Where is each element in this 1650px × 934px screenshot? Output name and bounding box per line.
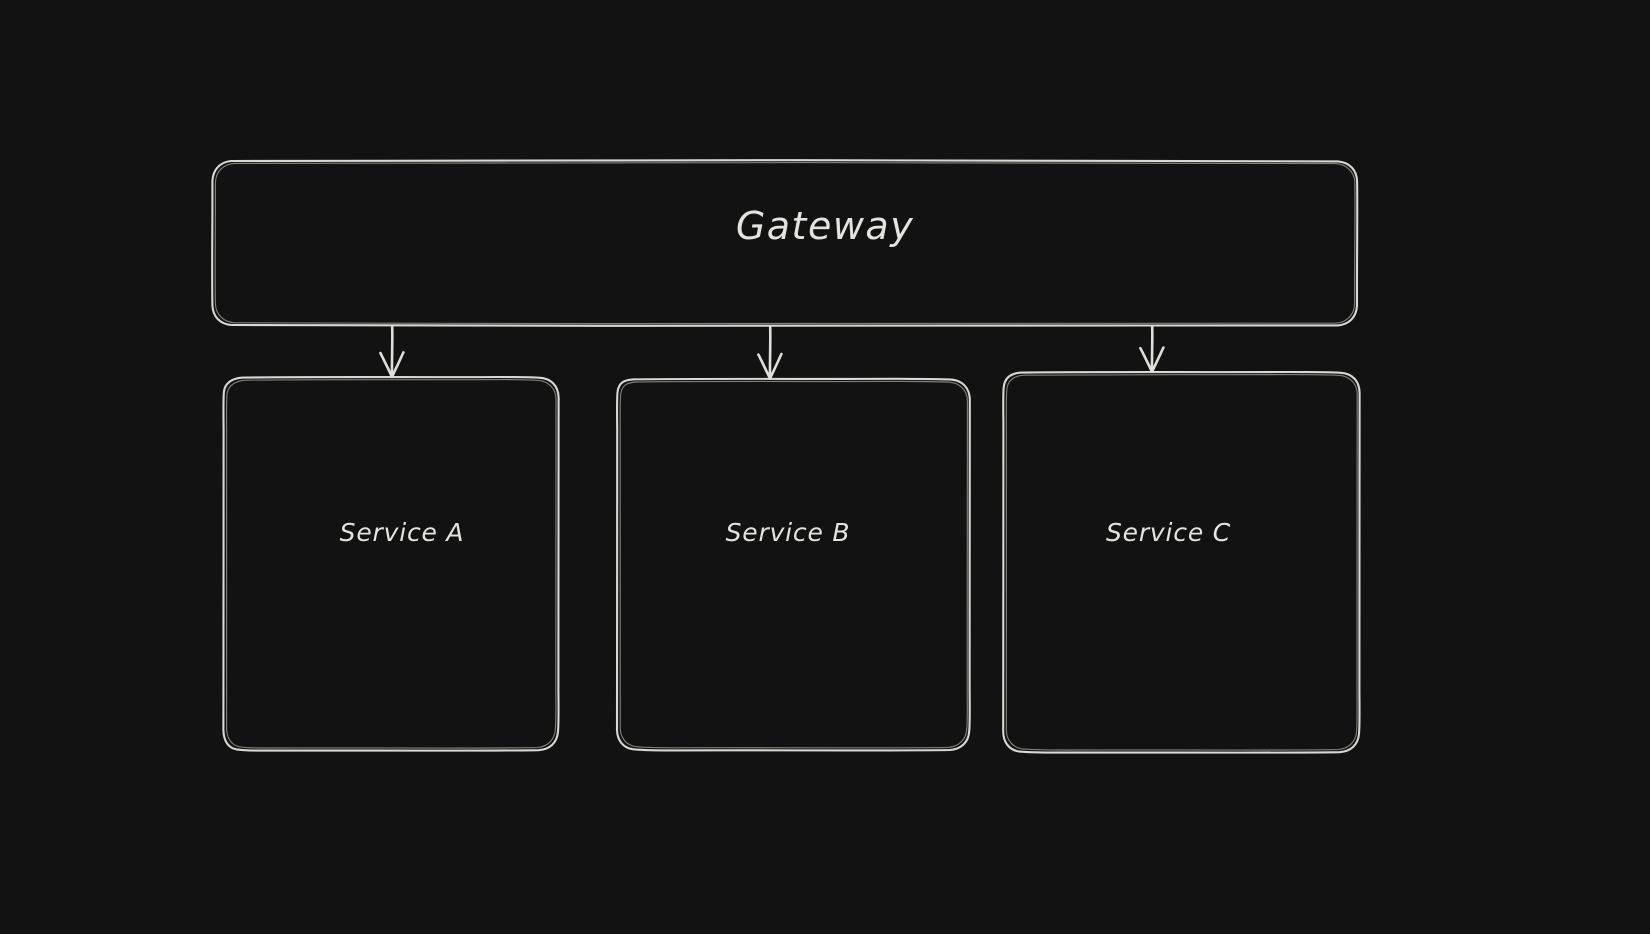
node-service-b-shape[interactable] xyxy=(615,377,972,752)
node-service-c-shape[interactable] xyxy=(1001,370,1361,754)
node-service-a-shape[interactable] xyxy=(222,375,560,752)
node-gateway-shape[interactable] xyxy=(211,159,1359,327)
edge-gateway-to-service-b[interactable] xyxy=(757,325,783,380)
node-label-service-c: Service C xyxy=(1106,518,1231,547)
node-label-service-a: Service A xyxy=(339,518,465,547)
edge-gateway-to-service-a[interactable] xyxy=(379,325,405,379)
node-label-gateway: Gateway xyxy=(735,204,915,248)
edge-gateway-to-service-c[interactable] xyxy=(1139,325,1165,374)
node-label-service-b: Service B xyxy=(725,518,851,547)
